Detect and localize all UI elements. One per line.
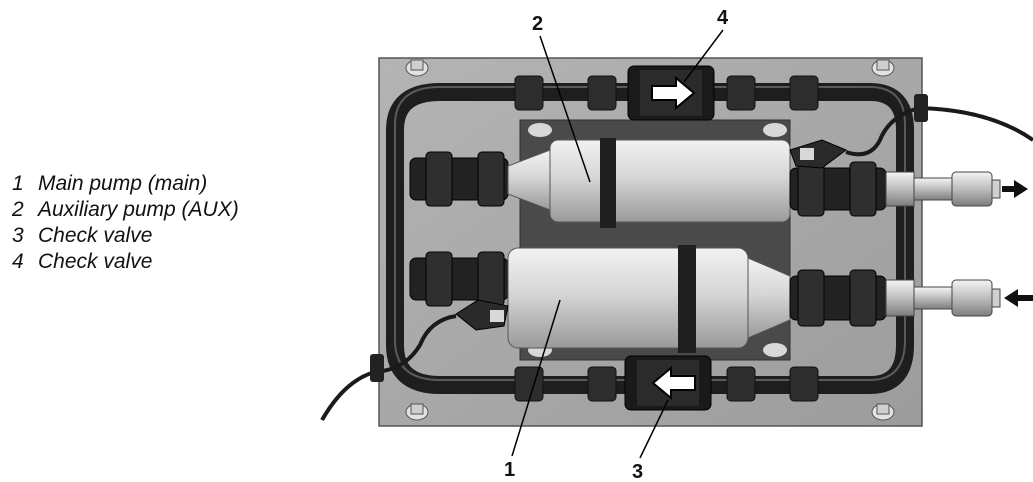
cable — [320, 314, 457, 421]
legend-item-check-valve-4: 4 Check valve — [12, 250, 239, 276]
legend-item-main-pump: 1 Main pump (main) — [12, 172, 239, 198]
callout-leader-2 — [539, 35, 591, 183]
legend-number: 1 — [12, 172, 24, 195]
legend-item-check-valve-3: 3 Check valve — [12, 224, 239, 250]
inlet-fitting — [885, 279, 1001, 317]
callout-leader-3 — [639, 399, 669, 459]
legend-label: Check valve — [38, 250, 153, 273]
hose-coupling — [514, 75, 819, 402]
legend-number: 3 — [12, 224, 24, 247]
main-pump — [409, 245, 887, 353]
legend-number: 4 — [12, 250, 24, 273]
inlet-arrow-icon — [1004, 289, 1033, 307]
mounting-screw — [871, 59, 895, 77]
legend-label: Auxiliary pump (AUX) — [38, 198, 239, 221]
cable-grommet — [370, 354, 384, 382]
legend-item-aux-pump: 2 Auxiliary pump (AUX) — [12, 198, 239, 224]
legend: 1 Main pump (main) 2 Auxiliary pump (AUX… — [12, 172, 239, 276]
callout-label-4: 4 — [717, 7, 729, 29]
legend-number: 2 — [12, 198, 24, 221]
legend-label: Main pump (main) — [38, 172, 208, 195]
mounting-screw — [405, 403, 429, 421]
callout-label-1: 1 — [504, 459, 515, 481]
callout-label-2: 2 — [532, 13, 543, 35]
arrow-right-icon — [651, 75, 696, 111]
electrical-connector — [789, 139, 847, 169]
callout-label-3: 3 — [632, 461, 643, 482]
mounting-screw — [405, 59, 429, 77]
outlet-fitting — [885, 171, 1001, 207]
arrow-left-icon — [651, 365, 696, 401]
mounting-screw — [871, 403, 895, 421]
callout-leader-4 — [683, 29, 724, 83]
cable-grommet — [914, 94, 928, 122]
cable — [845, 105, 1033, 157]
callout-leader-1 — [511, 299, 561, 457]
electrical-connector — [455, 299, 509, 331]
hose-loop — [386, 83, 914, 394]
auxiliary-pump — [409, 138, 887, 228]
legend-label: Check valve — [38, 224, 153, 247]
outlet-arrow-icon — [1002, 180, 1028, 198]
